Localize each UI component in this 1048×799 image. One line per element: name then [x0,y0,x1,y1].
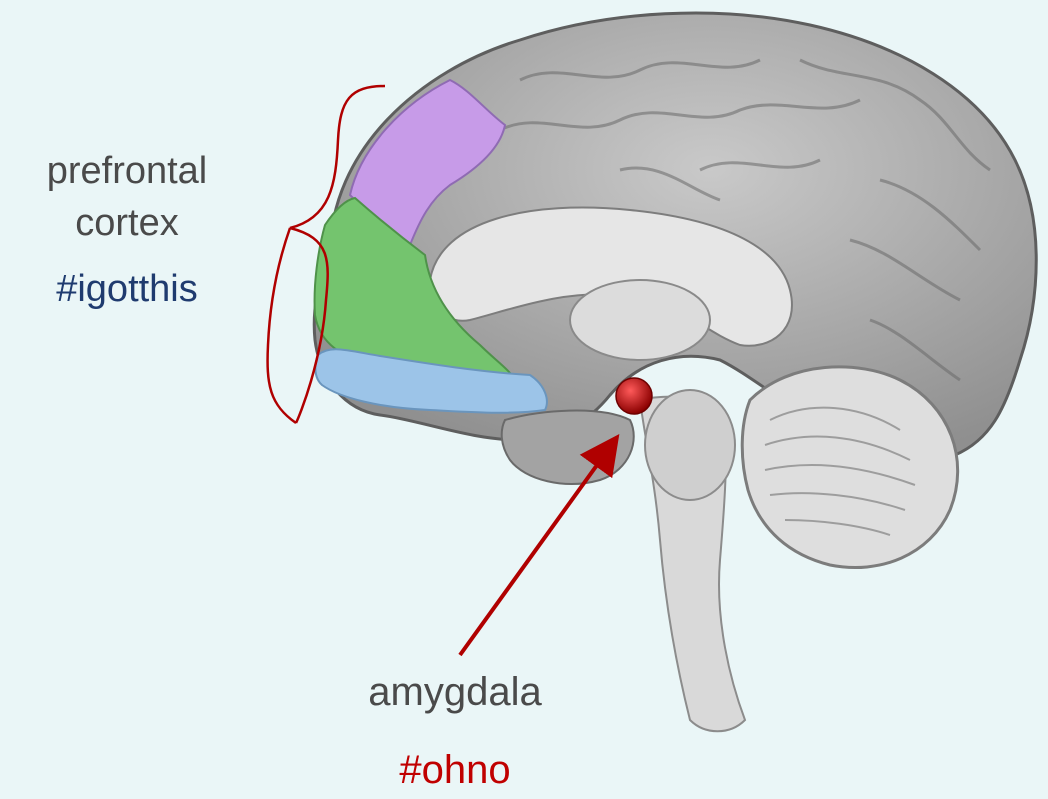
curly-brace-lower [268,228,296,423]
amygdala-hashtag: #ohno [290,748,620,793]
amygdala-highlight [616,378,652,414]
amygdala-label: amygdala [290,670,620,715]
thalamus [570,280,710,360]
prefrontal-label-line2: cortex [8,202,246,245]
pons [645,390,735,500]
temporal-lobe [502,411,634,484]
prefrontal-hashtag: #igotthis [8,268,246,311]
prefrontal-label-line1: prefrontal [8,150,246,193]
